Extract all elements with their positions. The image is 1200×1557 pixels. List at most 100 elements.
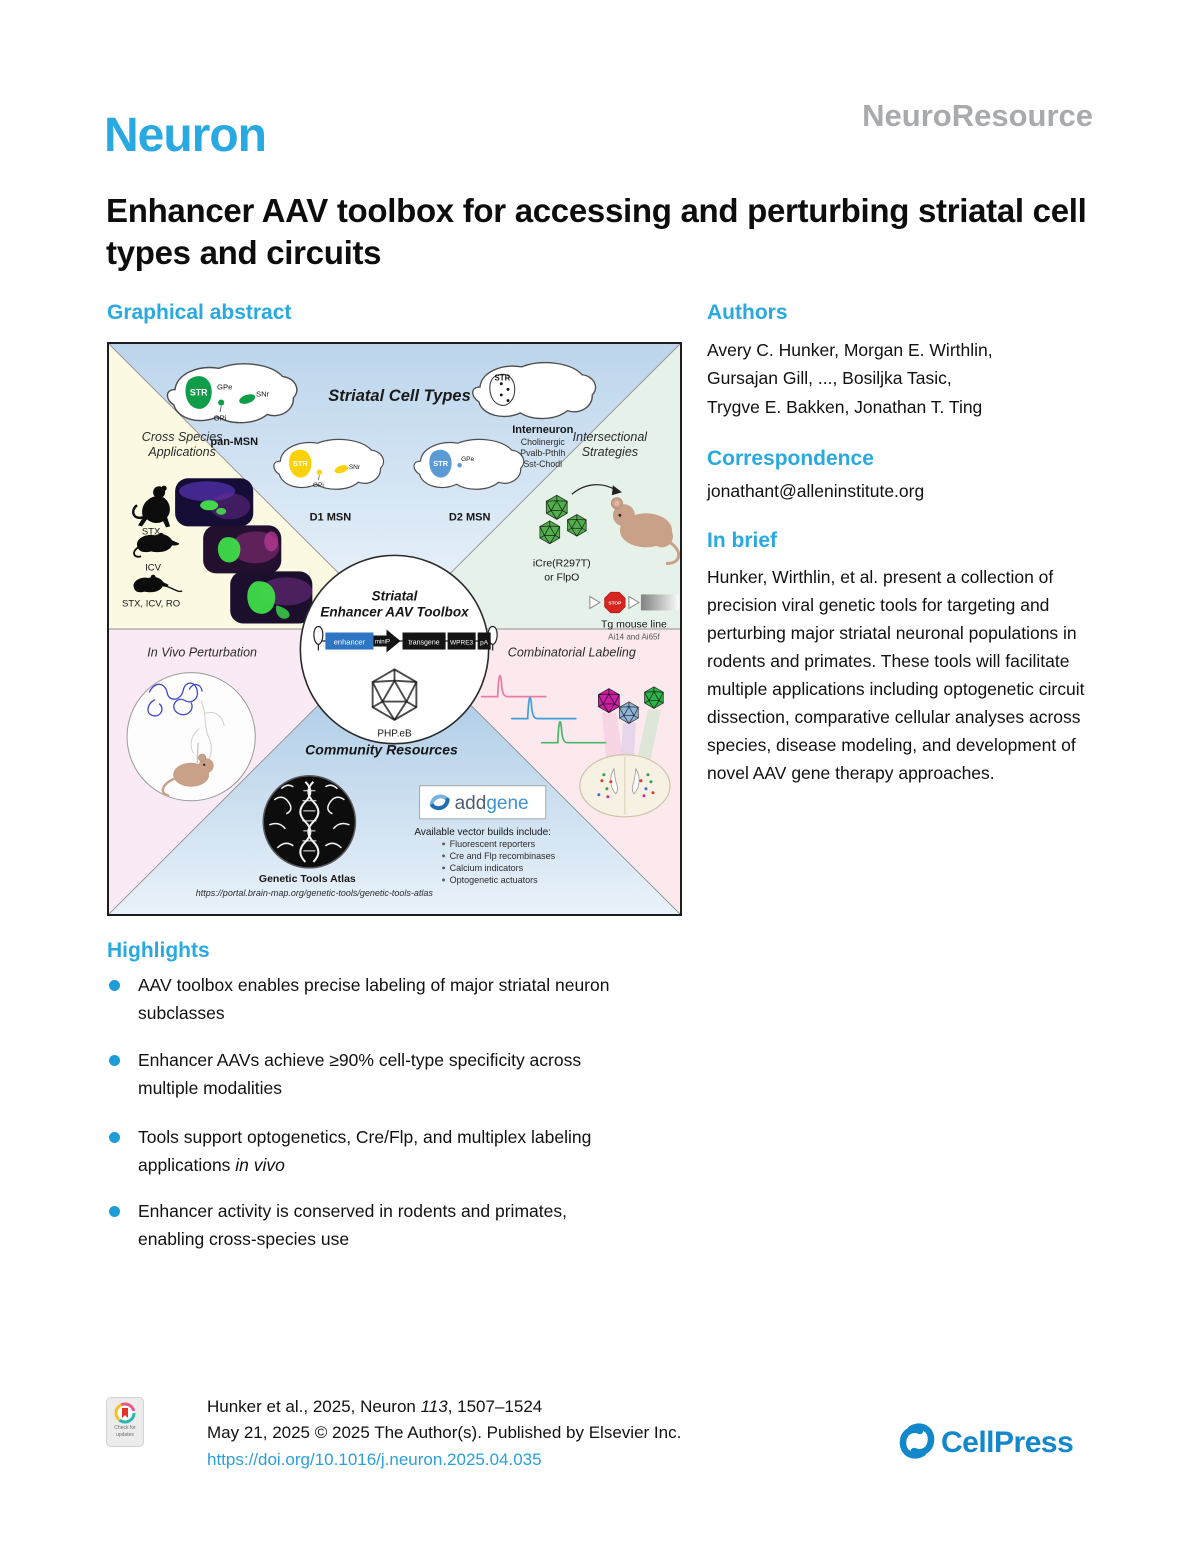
in-brief-heading: In brief <box>707 529 778 552</box>
spike-trace-pink <box>480 674 547 698</box>
highlight-text: Enhancer AAVs achieve ≥90% cell-type spe… <box>138 1050 582 1098</box>
phpeb-label: PHP.eB <box>377 729 412 740</box>
citation-block: Hunker et al., 2025, Neuron 113, 1507–15… <box>207 1394 681 1473</box>
interneuron-label: Interneuron <box>512 424 573 436</box>
addgene-icon <box>429 794 450 811</box>
highlight-text: Enhancer activity is conserved in rodent… <box>138 1201 567 1249</box>
neurite-traces <box>190 700 225 764</box>
vector-builds-heading: Available vector builds include: <box>414 827 551 838</box>
in-brief-text: Hunker, Wirthlin, et al. present a colle… <box>707 567 1085 783</box>
vector-builds-list: Fluorescent reporters Cre and Flp recomb… <box>442 839 556 885</box>
brain-pan-msn: STR GPe SNr GPi <box>166 363 298 424</box>
injection-arrowhead <box>611 485 622 496</box>
tg-mouse-line-label: Tg mouse line <box>601 618 667 630</box>
implant-fiber <box>196 742 199 763</box>
authors-heading: Authors <box>707 301 788 324</box>
bullet-icon <box>109 1055 120 1066</box>
highlight-item: Enhancer AAVs achieve ≥90% cell-type spe… <box>107 1047 632 1102</box>
toolbox-title-line1: Striatal <box>372 588 418 603</box>
highlights-heading: Highlights <box>107 939 210 962</box>
highlight-item: AAV toolbox enables precise labeling of … <box>107 972 632 1027</box>
transgene-box <box>402 632 446 650</box>
monkey-silhouette <box>132 485 171 528</box>
highlight-text: Tools support optogenetics, Cre/Flp, and… <box>138 1127 592 1175</box>
interneuron-subline-sst: Sst-Chodl <box>523 459 562 469</box>
neuron-reconstruction <box>147 682 203 717</box>
pa-label: pA <box>480 640 489 647</box>
pan-msn-str-label: STR <box>190 387 208 397</box>
citation-line: Hunker et al., 2025, Neuron 113, 1507–15… <box>207 1397 543 1416</box>
minip-arrow <box>373 629 401 653</box>
d2-msn-label: D2 MSN <box>449 511 491 523</box>
highlight-item: Enhancer activity is conserved in rodent… <box>107 1198 632 1253</box>
author-list: Avery C. Hunker, Morgan E. Wirthlin, Gur… <box>707 336 1095 421</box>
cross-species-line1: Cross Species <box>142 430 223 444</box>
intersectional-line2: Strategies <box>582 445 638 459</box>
d2-str-label: STR <box>433 459 449 468</box>
stop-cassette-label: STOP <box>608 600 622 606</box>
cellpress-icon <box>899 1423 935 1459</box>
highlight-text-italic: in vivo <box>235 1154 285 1175</box>
fluorescence-image-2 <box>203 525 282 574</box>
vector-item-4: Optogenetic actuators <box>450 875 539 885</box>
addgene-logo: addgene <box>419 785 547 820</box>
check-for-updates-icon <box>114 1402 136 1424</box>
icre-label-line2: or FlpO <box>544 571 579 583</box>
d1-str-label: STR <box>293 459 309 468</box>
rat-silhouette <box>133 532 180 558</box>
d1-gpi-label: GPi <box>313 482 324 489</box>
correspondence-heading: Correspondence <box>707 447 874 470</box>
bullet-icon <box>109 980 120 991</box>
doi-link[interactable]: https://doi.org/10.1016/j.neuron.2025.04… <box>207 1449 542 1469</box>
tg-reporter-construct: STOP <box>589 591 679 614</box>
genetic-tools-atlas-label: Genetic Tools Atlas <box>259 873 356 885</box>
labeled-cells-dots <box>597 773 655 799</box>
pan-msn-gpe-label: GPe <box>217 383 232 392</box>
striatal-cell-types-title: Striatal Cell Types <box>328 386 471 405</box>
tg-mouse-cartoon <box>610 497 680 565</box>
wpre3-box <box>447 632 476 650</box>
genetic-tools-atlas-logo <box>262 775 357 869</box>
fluorescence-image-3 <box>230 571 313 624</box>
enhancer-box <box>325 632 374 650</box>
pan-msn-label: pan-MSN <box>210 436 258 448</box>
tg-mouse-line-sublabel: Ai14 and Ai65f <box>608 633 660 642</box>
d2-gpe-label: GPe <box>461 456 474 463</box>
icre-label-line1: iCre(R297T) <box>533 557 591 569</box>
bullet-icon <box>109 1132 120 1143</box>
in-vivo-illustration <box>126 672 256 802</box>
cellpress-logo: CellPress <box>897 1420 1082 1467</box>
transgene-label: transgene <box>408 640 439 647</box>
journal-logo: Neuron <box>104 109 267 162</box>
spike-traces <box>480 674 607 744</box>
graphical-abstract-figure: Striatal Cell Types STR GPe SNr GPi pan-… <box>107 342 682 916</box>
paper-title: Enhancer AAV toolbox for accessing and p… <box>106 192 1087 272</box>
brain-d2-msn: STR GPe <box>413 438 525 490</box>
minip-label: miniP <box>375 640 390 646</box>
combinatorial-title: Combinatorial Labeling <box>508 646 636 660</box>
cross-species-line2: Applications <box>147 445 216 459</box>
bullet-icon <box>109 1206 120 1217</box>
cellpress-wordmark: CellPress <box>941 1426 1073 1459</box>
intersectional-line1: Intersectional <box>573 430 649 444</box>
toolbox-center-circle: Striatal Enhancer AAV Toolbox enhancer m… <box>299 554 498 745</box>
vector-item-2: Cre and Flp recombinases <box>450 851 556 861</box>
pan-msn-gpi-label: GPi <box>214 413 227 422</box>
vector-item-3: Calcium indicators <box>450 863 524 873</box>
interneuron-subline-cholinergic: Cholinergic <box>521 437 566 447</box>
in-vivo-title: In Vivo Perturbation <box>147 646 257 660</box>
copyright-line: May 21, 2025 © 2025 The Author(s). Publi… <box>207 1423 682 1443</box>
highlight-text: AAV toolbox enables precise labeling of … <box>138 975 610 1023</box>
author-line: Avery C. Hunker, Morgan E. Wirthlin, <box>707 340 993 360</box>
aav-construct-diagram: enhancer miniP transgene WPRE3 pA <box>313 625 498 653</box>
mouse-silhouette <box>133 574 183 593</box>
pan-msn-snr-label: SNr <box>256 390 270 399</box>
coronal-brain-section <box>579 754 671 818</box>
addgene-wordmark: addgene <box>455 793 529 814</box>
genetic-tools-atlas-url: https://portal.brain-map.org/genetic-too… <box>196 888 434 898</box>
highlight-item: Tools support optogenetics, Cre/Flp, and… <box>107 1124 632 1179</box>
graphical-abstract-heading: Graphical abstract <box>107 301 292 324</box>
d1-snr-label: SNr <box>349 464 361 471</box>
